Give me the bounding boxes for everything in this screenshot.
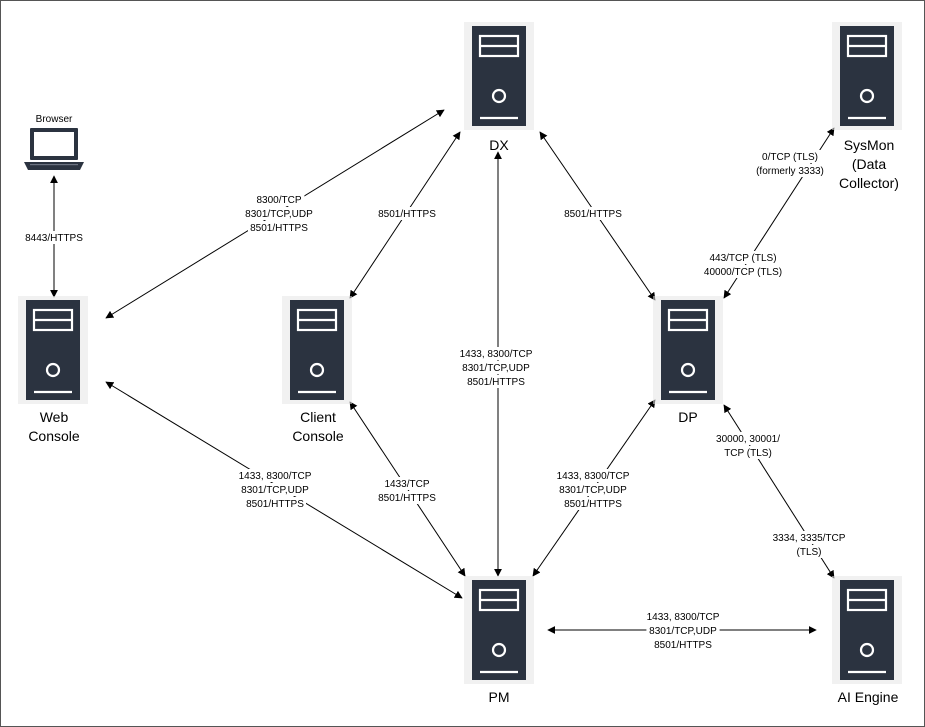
node-browser (24, 128, 84, 170)
server-icon (282, 296, 352, 404)
edge-label-dx-pm: 8301/TCP,UDP (462, 363, 530, 374)
edge-label-client-dx: 8501/HTTPS (378, 209, 436, 220)
edge-label-sysmon-dp: (formerly 3333) (756, 166, 824, 177)
edge-label-sysmon-dp: 0/TCP (TLS) (762, 152, 818, 163)
server-icon (464, 576, 534, 684)
node-label-pm: PM (489, 689, 510, 705)
edge-label-dp-sysmon: 40000/TCP (TLS) (704, 267, 782, 278)
node-label-sysmon: (Data (852, 156, 886, 172)
nodes-layer (18, 22, 902, 684)
edge-label-pm-ai: 8301/TCP,UDP (649, 626, 717, 637)
edge-label-dp-ai: 3334, 3335/TCP (773, 533, 846, 544)
edge-label-dp-sysmon: 443/TCP (TLS) (709, 253, 776, 264)
node-label-web-console: Web (40, 409, 69, 425)
server-icon (18, 296, 88, 404)
edge-label-dx-pm: 8501/HTTPS (467, 377, 525, 388)
edge-label-dx-pm: 1433, 8300/TCP (460, 349, 533, 360)
node-dx (464, 22, 534, 130)
node-sysmon (832, 22, 902, 130)
node-client-console (282, 296, 352, 404)
edge-label-web-dx: 8300/TCP (256, 195, 301, 206)
node-label-web-console: Console (28, 428, 80, 444)
server-icon (832, 22, 902, 130)
laptop-icon (24, 128, 84, 170)
edge-label-browser-web: 8443/HTTPS (25, 233, 83, 244)
node-label-ai-engine: AI Engine (838, 689, 899, 705)
server-icon (832, 576, 902, 684)
node-label-dx: DX (489, 137, 509, 153)
edge-label-dp-ai: 30000, 30001/ (716, 434, 780, 445)
edge-label-dp-ai: (TLS) (797, 547, 822, 558)
node-label-client-console: Client (300, 409, 336, 425)
edge-label-web-pm: 1433, 8300/TCP (239, 471, 312, 482)
node-label-browser: Browser (36, 114, 73, 125)
server-icon (464, 22, 534, 130)
edge-label-client-pm: 8501/HTTPS (378, 493, 436, 504)
edge-label-dx-dp: 8501/HTTPS (564, 209, 622, 220)
node-label-sysmon: Collector) (839, 175, 899, 191)
edge-label-pm-ai: 8501/HTTPS (654, 640, 712, 651)
edge-label-web-dx: 8301/TCP,UDP (245, 209, 313, 220)
edge-label-dp-ai: TCP (TLS) (724, 448, 772, 459)
edge-label-pm-dp: 8301/TCP,UDP (559, 485, 627, 496)
node-ai-engine (832, 576, 902, 684)
node-pm (464, 576, 534, 684)
node-dp (653, 296, 723, 404)
edge-label-web-dx: 8501/HTTPS (250, 223, 308, 234)
server-icon (653, 296, 723, 404)
edge-label-pm-dp: 1433, 8300/TCP (557, 471, 630, 482)
edge-label-pm-dp: 8501/HTTPS (564, 499, 622, 510)
edge-label-web-pm: 8501/HTTPS (246, 499, 304, 510)
node-web-console (18, 296, 88, 404)
node-label-sysmon: SysMon (844, 137, 895, 153)
node-label-client-console: Console (292, 428, 344, 444)
edge-label-client-pm: 1433/TCP (384, 479, 429, 490)
edge-label-pm-ai: 1433, 8300/TCP (647, 612, 720, 623)
edge-label-web-pm: 8301/TCP,UDP (241, 485, 309, 496)
node-label-dp: DP (678, 409, 697, 425)
